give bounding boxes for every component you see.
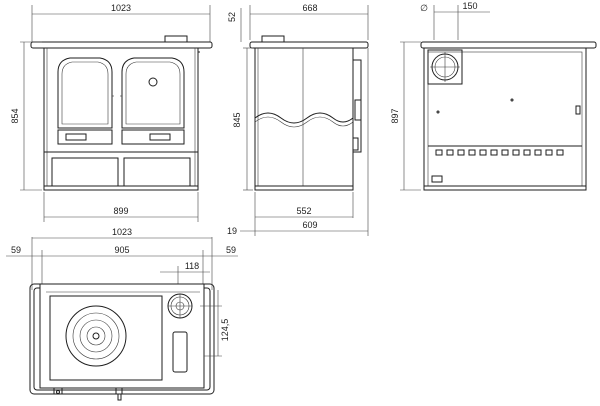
top-right-margin-label: 59 bbox=[226, 245, 236, 255]
top-flue-offset-label: 118 bbox=[185, 261, 199, 271]
side-top-offset-label: 52 bbox=[227, 12, 237, 22]
front-view: 1023 854 bbox=[10, 3, 213, 222]
side-leg-offset-label: 19 bbox=[227, 226, 237, 236]
top-view: 1023 905 59 59 118 bbox=[6, 227, 238, 401]
side-height-label: 845 bbox=[232, 112, 242, 127]
side-view: 668 52 845 552 19 609 bbox=[227, 3, 369, 236]
vent-slots bbox=[435, 149, 564, 156]
back-height-label: 897 bbox=[390, 108, 400, 123]
flue-diameter-label: 150 bbox=[462, 1, 477, 11]
back-view: ∅ 150 bbox=[390, 1, 597, 191]
side-depth-top-label: 668 bbox=[302, 3, 317, 13]
top-left-margin-label: 59 bbox=[11, 245, 21, 255]
hotplate-rings bbox=[65, 305, 127, 367]
top-flue-depth-label: 124,5 bbox=[220, 319, 230, 342]
side-depth-total-label: 609 bbox=[302, 220, 317, 230]
flue-diameter-symbol: ∅ bbox=[420, 3, 428, 13]
front-width-top-label: 1023 bbox=[111, 3, 131, 13]
top-width-inner-label: 905 bbox=[114, 245, 129, 255]
front-width-bottom-label: 899 bbox=[113, 206, 128, 216]
top-width-total-label: 1023 bbox=[112, 227, 132, 237]
side-depth-inner-label: 552 bbox=[296, 206, 311, 216]
front-height-label: 854 bbox=[10, 108, 20, 123]
